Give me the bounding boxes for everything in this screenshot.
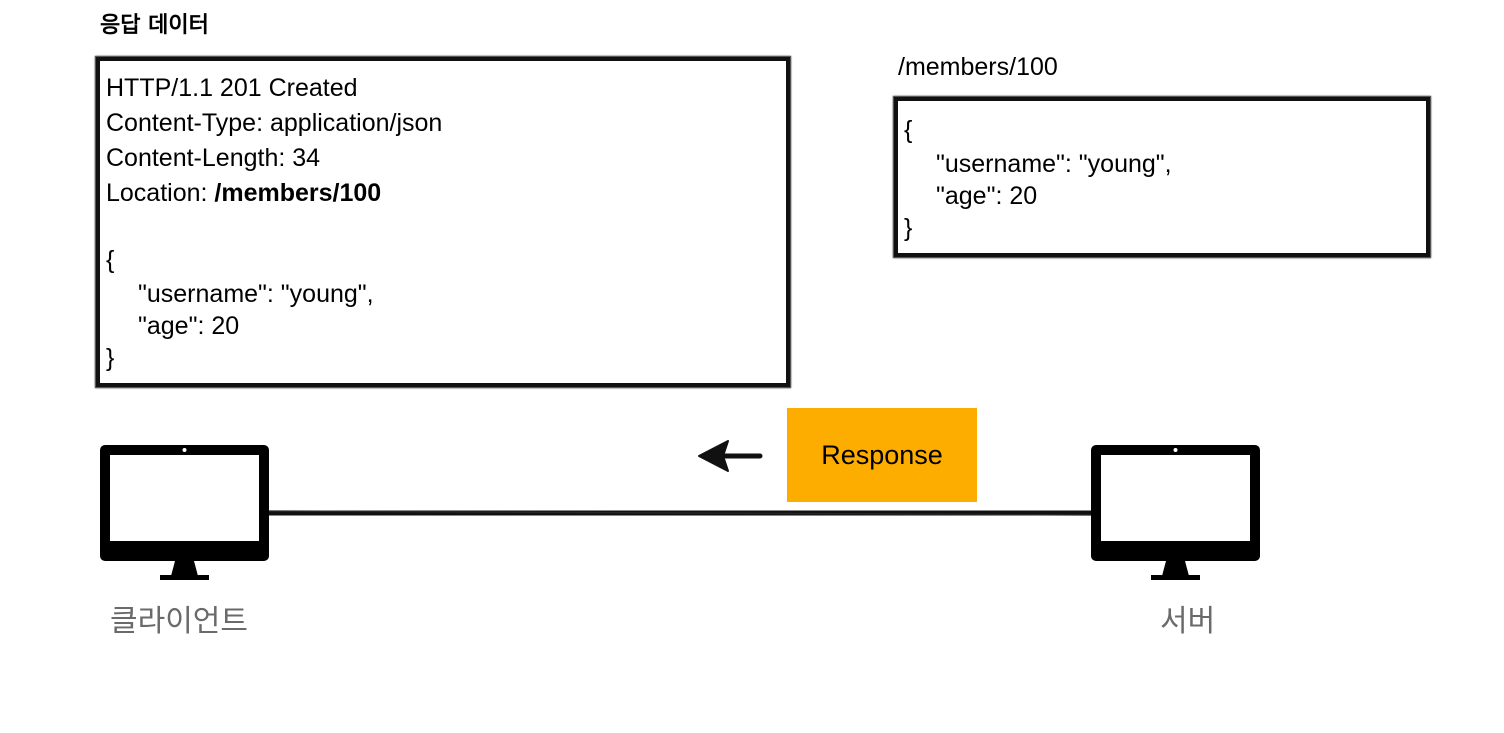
response-message-box: HTTP/1.1 201 Created Content-Type: appli…: [96, 57, 790, 387]
left-arrow-icon: [698, 440, 763, 472]
content-length-header: Content-Length: 34: [106, 144, 321, 172]
connection-line-texture: [267, 510, 1093, 516]
location-value: /members/100: [214, 179, 382, 207]
resource-box: { "username": "young", "age": 20 }: [894, 97, 1430, 257]
body-open-brace: {: [106, 246, 115, 274]
location-header: Location: /members/100: [106, 181, 381, 206]
body-username: "username": "young",: [138, 280, 374, 308]
response-data-title: 응답 데이터: [100, 13, 209, 38]
location-label: Location:: [106, 179, 215, 207]
client-label: 클라이언트: [110, 604, 248, 639]
resource-path-label: /members/100: [898, 53, 1058, 81]
resource-close-brace: }: [904, 214, 913, 242]
resource-username: "username": "young",: [936, 150, 1172, 178]
content-type-header: Content-Type: application/json: [106, 109, 443, 137]
resource-open-brace: {: [904, 116, 913, 144]
status-line: HTTP/1.1 201 Created: [106, 74, 358, 102]
client-monitor-icon: [100, 445, 269, 580]
resource-age: "age": 20: [936, 182, 1038, 210]
body-close-brace: }: [106, 344, 115, 372]
response-badge: Response: [787, 408, 977, 502]
response-badge-label: Response: [821, 439, 943, 470]
body-age: "age": 20: [138, 312, 240, 340]
server-label: 서버: [1160, 604, 1216, 639]
server-monitor-icon: [1091, 445, 1260, 580]
